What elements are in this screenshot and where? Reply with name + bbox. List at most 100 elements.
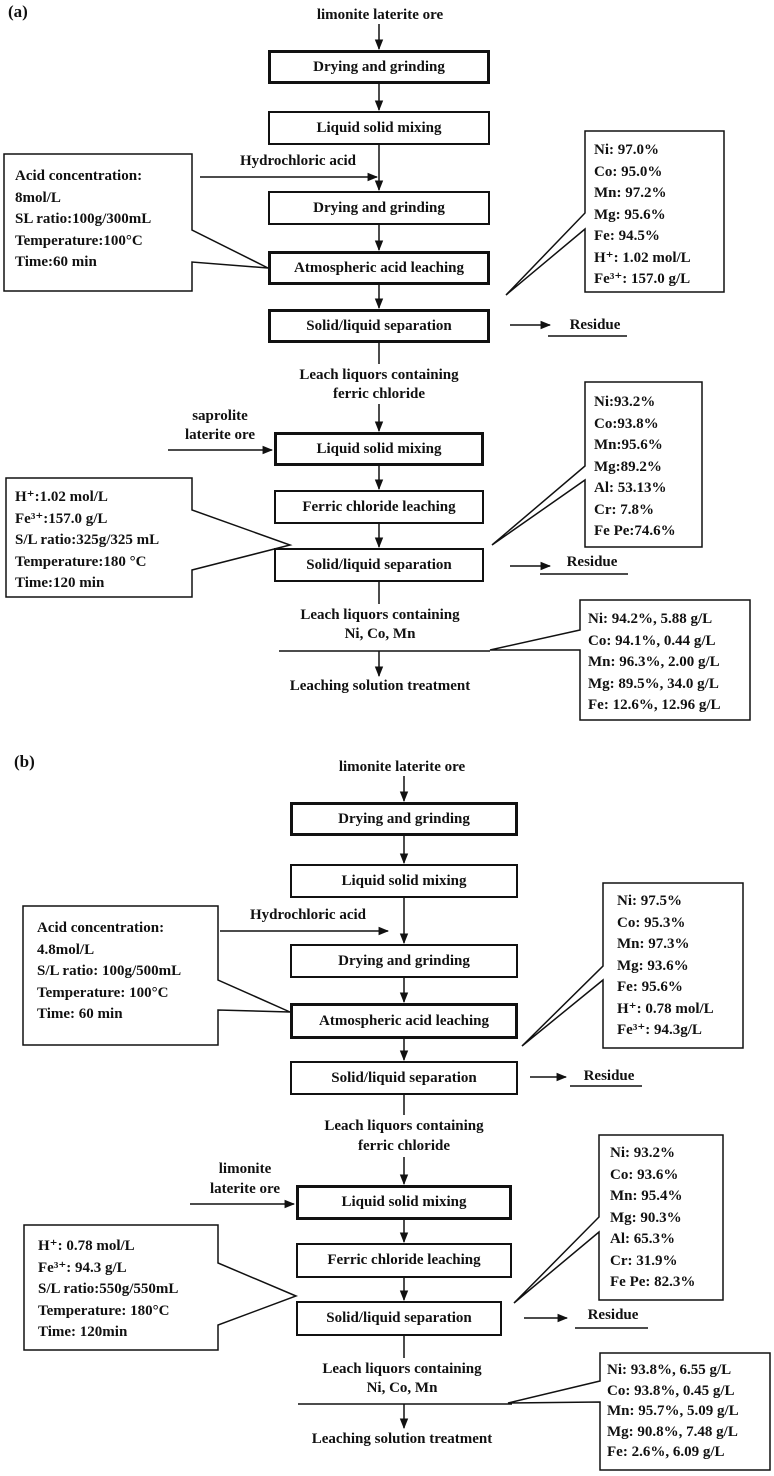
result-item: Ni: 93.8%, 6.55 g/L [607,1362,732,1378]
result-item: Fe³⁺: 94.3g/L [617,1022,702,1038]
callout-results-leach [507,1352,771,1471]
treatment-label: Leaching solution treatment [289,678,471,694]
result-item: Ni: 93.2% [610,1145,675,1161]
leach-final-line1: Leach liquors containing [300,607,460,623]
condition-item: Fe³⁺: 94.3 g/L [38,1259,127,1276]
conditions-acid-leaching: Acid concentration: 4.8mol/L S/L ratio: … [37,918,181,1026]
result-item: Al: 53.13% [594,480,667,496]
step-drying-grinding-1: Drying and grinding [290,802,518,836]
result-item: Mn: 96.3%, 2.00 g/L [588,654,720,670]
acid-input-label: Hydrochloric acid [250,907,366,923]
panel-label: (b) [14,752,35,771]
panel-label: (a) [8,2,28,21]
step-drying-grinding-2: Drying and grinding [290,944,518,978]
results-acid-leaching: Ni: 97.5% Co: 95.3% Mn: 97.3% Mg: 93.6% … [617,891,714,1042]
result-item: Ni:93.2% [594,394,656,410]
result-item: Co: 94.1%, 0.44 g/L [588,632,716,649]
result-item: Mg: 95.6% [594,206,666,223]
leach-final-line2: Ni, Co, Mn [366,1380,438,1396]
result-item: Cr: 31.9% [610,1252,678,1269]
residue-label: Residue [583,1068,635,1084]
feed2-line1: saprolite [192,408,248,424]
residue-label: Residue [569,317,621,333]
results-leach-liquor: Ni: 94.2%, 5.88 g/L Co: 94.1%, 0.44 g/L … [588,609,721,717]
result-item: Mn: 97.2% [594,185,667,201]
result-item: Ni: 97.5% [617,893,682,909]
feed2-line1: limonite [218,1161,272,1177]
condition-item: S/L ratio: 100g/500mL [37,963,182,979]
callout-results-leach [489,599,751,721]
condition-item: Temperature: 100°C [37,984,169,1001]
result-item: Fe: 2.6%, 6.09 g/L [607,1444,725,1460]
result-item: H⁺: 0.78 mol/L [617,1000,714,1017]
result-item: Mg: 93.6% [617,957,689,974]
condition-item: Fe³⁺:157.0 g/L [15,510,108,527]
callout-conditions-ferric [5,477,293,598]
result-item: Co: 93.8%, 0.45 g/L [607,1382,735,1399]
result-item: Co: 95.0% [594,163,663,180]
conditions-ferric-leaching: H⁺: 0.78 mol/L Fe³⁺: 94.3 g/L S/L ratio:… [38,1236,178,1344]
callout-results-ferric [513,1134,724,1304]
result-item: Co: 93.6% [610,1166,679,1183]
condition-item: S/L ratio:325g/325 mL [15,532,160,548]
step-atmospheric-acid-leaching: Atmospheric acid leaching [268,251,490,285]
result-item: Co:93.8% [594,415,659,432]
feed2-line2: laterite ore [209,1181,281,1197]
condition-item: H⁺: 0.78 mol/L [38,1238,135,1254]
step2-liquid-solid-mixing: Liquid solid mixing [274,432,484,466]
leach-fecl3-line1: Leach liquors containing [324,1118,484,1134]
condition-item: S/L ratio:550g/550mL [38,1281,179,1297]
callout-conditions-acid [22,905,291,1046]
result-item: Cr: 7.8% [594,501,654,518]
results-leach-liquor: Ni: 93.8%, 6.55 g/L Co: 93.8%, 0.45 g/L … [607,1360,739,1463]
callout-results-acid [521,882,744,1049]
step2-ferric-chloride-leaching: Ferric chloride leaching [296,1243,512,1278]
condition-item: Temperature:100°C [15,232,143,249]
result-item: Mg:89.2% [594,458,662,475]
condition-item: Time: 120min [38,1324,128,1340]
callout-conditions-ferric [23,1224,299,1351]
start-label: limonite laterite ore [338,759,466,775]
result-item: Ni: 94.2%, 5.88 g/L [588,611,713,627]
condition-item: Temperature: 180°C [38,1302,170,1319]
condition-item: 4.8mol/L [37,941,95,958]
step-solid-liquid-separation: Solid/liquid separation [290,1061,518,1095]
step-liquid-solid-mixing: Liquid solid mixing [290,864,518,898]
conditions-ferric-leaching: H⁺:1.02 mol/L Fe³⁺:157.0 g/L S/L ratio:3… [15,487,159,595]
residue2-label: Residue [566,554,618,570]
result-item: Mg: 90.3% [610,1209,682,1226]
results-acid-leaching: Ni: 97.0% Co: 95.0% Mn: 97.2% Mg: 95.6% … [594,140,691,291]
condition-item: Temperature:180 °C [15,553,147,570]
start-label: limonite laterite ore [316,7,444,23]
callout-results-acid [505,130,725,296]
step-liquid-solid-mixing: Liquid solid mixing [268,111,490,145]
step2-solid-liquid-separation: Solid/liquid separation [274,548,484,582]
callout-results-ferric [491,381,703,548]
step2-solid-liquid-separation: Solid/liquid separation [296,1301,502,1336]
condition-item: H⁺:1.02 mol/L [15,489,108,505]
result-item: Mn:95.6% [594,437,663,453]
residue2-label: Residue [587,1307,639,1323]
leach-fecl3-line1: Leach liquors containing [299,367,459,383]
results-ferric-leaching: Ni: 93.2% Co: 93.6% Mn: 95.4% Mg: 90.3% … [610,1143,695,1294]
conditions-acid-leaching: Acid concentration: 8mol/L SL ratio:100g… [15,166,151,274]
result-item: Fe: 12.6%, 12.96 g/L [588,697,721,713]
condition-item: SL ratio:100g/300mL [15,211,152,227]
result-item: Co: 95.3% [617,914,686,931]
callout-conditions-acid [3,153,269,292]
results-ferric-leaching: Ni:93.2% Co:93.8% Mn:95.6% Mg:89.2% Al: … [594,392,676,543]
result-item: Ni: 97.0% [594,142,659,158]
result-item: Fe Pe:74.6% [594,523,676,539]
result-item: Fe Pe: 82.3% [610,1274,696,1290]
result-item: Mn: 95.7%, 5.09 g/L [607,1403,739,1419]
step2-ferric-chloride-leaching: Ferric chloride leaching [274,490,484,524]
result-item: Mn: 95.4% [610,1188,683,1204]
step-drying-grinding-1: Drying and grinding [268,50,490,84]
condition-item: 8mol/L [15,189,61,206]
result-item: H⁺: 1.02 mol/L [594,249,691,266]
step-drying-grinding-2: Drying and grinding [268,191,490,225]
feed2-line2: laterite ore [184,427,256,443]
leach-fecl3-line2: ferric chloride [357,1138,451,1154]
result-item: Fe³⁺: 157.0 g/L [594,271,691,287]
